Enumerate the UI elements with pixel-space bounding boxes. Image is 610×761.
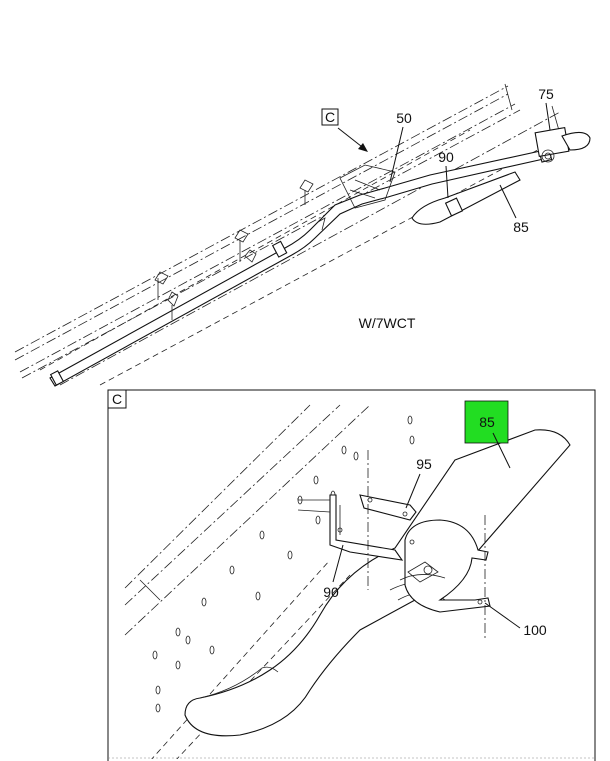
callout-75-label: 75: [538, 86, 554, 102]
rail-holes: [152, 415, 415, 713]
detail-view-letter: C: [112, 391, 122, 407]
callout-85-label: 85: [513, 219, 529, 235]
callout-75-leader: [545, 102, 551, 131]
detail-callout-85-label: 85: [479, 414, 495, 430]
callout-90-leader: [445, 165, 449, 199]
view-c-callout: C: [321, 108, 368, 152]
detail-callout-85-leader: [492, 432, 511, 469]
exhaust-pipe-85: [184, 429, 571, 737]
overview-callouts: 75 50 90 85 W/7WCT: [359, 86, 554, 331]
detail-callout-95-leader: [405, 473, 421, 509]
detail-view-letter-box: [107, 389, 127, 409]
view-c-callout-box: [321, 108, 339, 126]
callout-85-highlight: [464, 400, 509, 444]
outlet-assembly: [534, 126, 591, 163]
detail-callout-95-label: 95: [416, 456, 432, 472]
view-c-callout-letter: C: [325, 109, 335, 125]
band-clamp-100: [404, 519, 491, 613]
detail-view-c: C: [107, 389, 596, 761]
drawing-code: W/7WCT: [359, 315, 416, 331]
callout-85-leader: [499, 184, 517, 219]
detail-callout-90-leader: [332, 544, 344, 583]
detail-callout-100-leader: [484, 602, 521, 629]
detail-callout-90-label: 90: [323, 584, 339, 600]
bracket-90: [329, 494, 404, 561]
bracket-95: [359, 494, 417, 521]
overview-view: C 75 50 90 85 W/7WCT: [14, 83, 591, 387]
callout-90-label: 90: [438, 149, 454, 165]
detail-frame: [107, 389, 596, 761]
rail-brackets: [154, 164, 396, 320]
detail-callout-100-label: 100: [523, 622, 547, 638]
frame-rail-lines: [14, 83, 561, 386]
exhaust-pipe-overview: [49, 145, 553, 387]
callout-50-label: 50: [396, 110, 412, 126]
callout-50-leader: [389, 126, 404, 183]
view-c-arrowhead: [358, 143, 368, 152]
